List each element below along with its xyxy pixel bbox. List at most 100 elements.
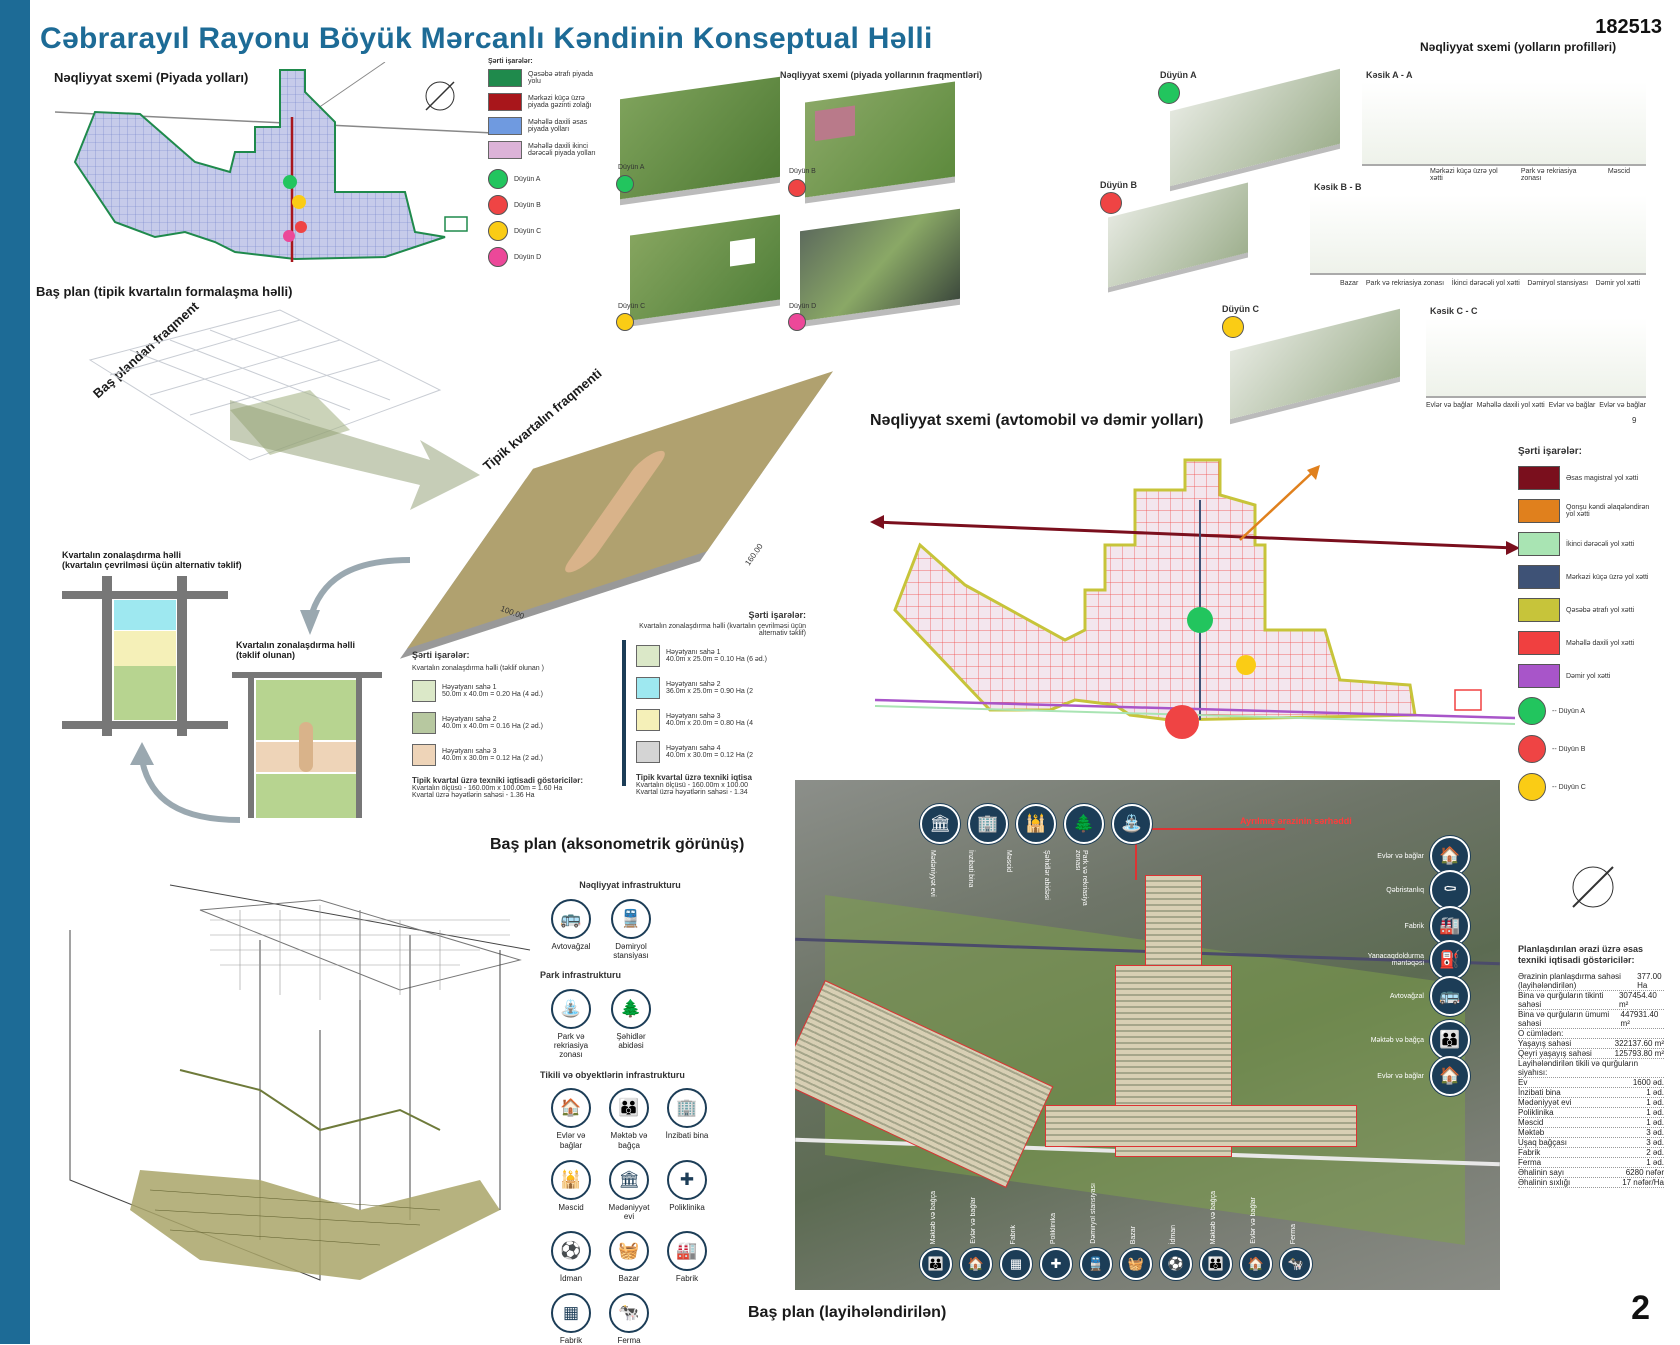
ped-legend-item: Mərkəzi küçə üzrə piyada gəzinti zolağı — [488, 93, 596, 111]
zone-legend-label: Həyətyanı sahə 3 — [666, 712, 721, 720]
profile-node-b-dot — [1100, 192, 1122, 214]
cut-b-title: Kəsik B - B — [1314, 182, 1362, 192]
auto-legend-item: Dəmir yol xətti — [1518, 664, 1668, 688]
infra-label: Mədəniyyət evi — [608, 1202, 650, 1221]
zone-legend-label: Həyətyanı sahə 2 — [442, 715, 497, 723]
infra-label: Məktəb və bağça — [610, 1131, 648, 1150]
auto-legend-swatch — [1518, 499, 1560, 523]
stats-key: Uşaq bağçası — [1518, 1137, 1567, 1147]
zoning-prop-plan — [232, 672, 382, 818]
transport-infra-title: Nəqliyyat infrastrukturu — [579, 880, 681, 890]
base-plan-typical-title: Baş plan (tipik kvartalın formalaşma həl… — [36, 284, 293, 299]
infra-item: 🌲Şəhidlər abidəsi — [608, 988, 654, 1060]
map-right-item: Məktəb və bağça👪 — [1371, 1020, 1470, 1060]
map-top-icons: 🏛🏢🕌🌲⛲ — [920, 804, 1152, 844]
infra-icon: 🏭 — [667, 1231, 707, 1272]
zone-legend-value: 40.0m x 25.0m = 0.10 Ha (6 əd.) — [666, 655, 767, 663]
zone-right-tech-1: Kvartalın ölçüsü - 160.00m x 100.00 — [636, 782, 749, 790]
auto-legend-label: Məhəllə daxili yol xətti — [1566, 639, 1635, 647]
infra-item: ▦Fabrik — [548, 1293, 594, 1345]
auto-node-item: -- Düyün B — [1518, 735, 1668, 763]
infra-item: ✚Poliklinika — [664, 1159, 710, 1221]
stats-row: Layihələndirilən tikili və qurğuların si… — [1518, 1059, 1664, 1078]
auto-legend-label: Əsas magistral yol xətti — [1566, 474, 1639, 482]
zone-legend-label: Həyətyanı sahə 3 — [442, 747, 497, 755]
stats-value: 17 nəfər/Ha — [1622, 1177, 1664, 1187]
map-top-label: Məscid — [1005, 850, 1012, 873]
infra-icon: ⛲ — [551, 988, 591, 1029]
stats-key: Ərazinin planlaşdırma sahəsi (layihələnd… — [1518, 971, 1621, 990]
map-bottom-item: Fabrik▦ — [1000, 1225, 1032, 1280]
infra-label: Bazar — [618, 1274, 640, 1284]
node-b-axon — [1108, 182, 1248, 288]
map-bottom-label: İdman — [1170, 1224, 1177, 1244]
zone-legend-value: 36.0m x 25.0m = 0.90 Ha (2 — [666, 687, 753, 695]
stats-value: 1 əd. — [1646, 1157, 1664, 1167]
map-right-icon: 🏠 — [1430, 836, 1470, 876]
map-top-icon: ⛲ — [1112, 804, 1152, 844]
zoning-prop-title: Kvartalın zonalaşdırma həlli (təklif olu… — [236, 640, 356, 660]
infra-icon: 🏠 — [551, 1088, 591, 1129]
stats-value: 447931.40 m² — [1620, 1009, 1659, 1028]
infra-label: Evlər və bağlar — [556, 1131, 586, 1150]
auto-legend-item: Qəsəbə ətrafı yol xətti — [1518, 598, 1668, 622]
project-number: 182513 — [1595, 16, 1662, 38]
map-bottom-label: Fabrik — [1010, 1224, 1017, 1244]
fragment-c-image — [630, 214, 780, 321]
auto-legend: Şərti işarələr: Əsas magistral yol xətti… — [1518, 446, 1668, 811]
stats-key: Ev — [1518, 1077, 1528, 1087]
cut-a-label-2: Park və rekriasiya zonası — [1520, 168, 1577, 182]
map-right-item: Qəbristanlıq⚰ — [1386, 870, 1470, 910]
infra-icon: 🐄 — [609, 1293, 649, 1334]
stats-value: 3 əd. — [1646, 1127, 1664, 1137]
auto-legend-title: Şərti işarələr: — [1518, 446, 1582, 457]
auto-legend-item: Əsas magistral yol xətti — [1518, 466, 1668, 490]
zoning-alt-plan — [62, 576, 228, 736]
stats-key: Bina və qurğuların ümumi sahəsi — [1518, 1009, 1610, 1028]
stats-row: Bina və qurğuların ümumi sahəsi 447931.40… — [1518, 1010, 1664, 1029]
map-bottom-item: Məktəb və bağça👪 — [1200, 1191, 1232, 1280]
infra-label: Məscid — [558, 1202, 584, 1212]
north-arrow-icon — [425, 81, 455, 111]
ped-node-item: Düyün B — [488, 195, 596, 215]
axon-title: Baş plan (aksonometrik görünüş) — [490, 836, 745, 853]
north-arrow-icon-2 — [1572, 866, 1614, 908]
zone-legend-right-sub: Kvartalın zonalaşdırma həlli (kvartalın … — [639, 622, 806, 637]
map-right-item: Evlər və bağlar🏠 — [1377, 1056, 1470, 1096]
fragment-node-a-dot — [616, 175, 634, 193]
cut-c-labels: Evlər və bağlar Məhəllə daxili yol xətti… — [1426, 402, 1646, 409]
map-right-item: Yanacaqdoldurma məntəqəsi⛽ — [1354, 940, 1470, 980]
fragment-node-c-label: Düyün C — [618, 303, 646, 310]
zone-legend-value: 40.0m x 30.0m = 0.12 Ha (2 — [666, 751, 753, 759]
cut-a-title: Kəsik A - A — [1366, 70, 1413, 80]
stats-key: Ferma — [1518, 1157, 1542, 1167]
stats-key: Məscid — [1518, 1117, 1544, 1127]
stats-value: 307454.40 m² — [1618, 990, 1657, 1009]
map-bottom-label: Məktəb və bağça — [930, 1190, 937, 1244]
map-bottom-icon: 🧺 — [1120, 1248, 1152, 1280]
cut-a-label-1: Mərkəzi küçə üzrə yol xətti — [1430, 168, 1498, 182]
cut-b-labels: Bazar Park və rekriasiya zonası İkinci d… — [1340, 280, 1640, 287]
map-right-icon: ⛽ — [1430, 940, 1470, 980]
auto-legend-label: İkinci dərəcəli yol xətti — [1566, 540, 1635, 548]
designed-plan-title: Baş plan (layihələndirilən) — [748, 1304, 947, 1321]
cut-a-labels: Mərkəzi küçə üzrə yol xətti Park və rekr… — [1430, 168, 1630, 182]
map-right-item: Evlər və bağlar🏠 — [1377, 836, 1470, 876]
stats-row: Uşaq bağçası 3 əd. — [1518, 1138, 1664, 1148]
profile-node-a-dot — [1158, 82, 1180, 104]
infra-icon: 🌲 — [611, 988, 651, 1029]
zone-legend-label: Həyətyanı sahə 4 — [666, 744, 721, 752]
stats-value: 322137.60 m² — [1614, 1038, 1664, 1048]
infra-item: 🚆Dəmiryol stansiyası — [608, 898, 654, 960]
fragment-arrow — [230, 400, 480, 510]
ped-legend-item: Qəsəbə ətrafı piyada yolu — [488, 69, 596, 87]
zone-legend-value: 40.0m x 40.0m = 0.16 Ha (2 əd.) — [442, 722, 543, 730]
stats-value: 3 əd. — [1646, 1137, 1664, 1147]
map-right-label: Qəbristanlıq — [1386, 886, 1424, 894]
